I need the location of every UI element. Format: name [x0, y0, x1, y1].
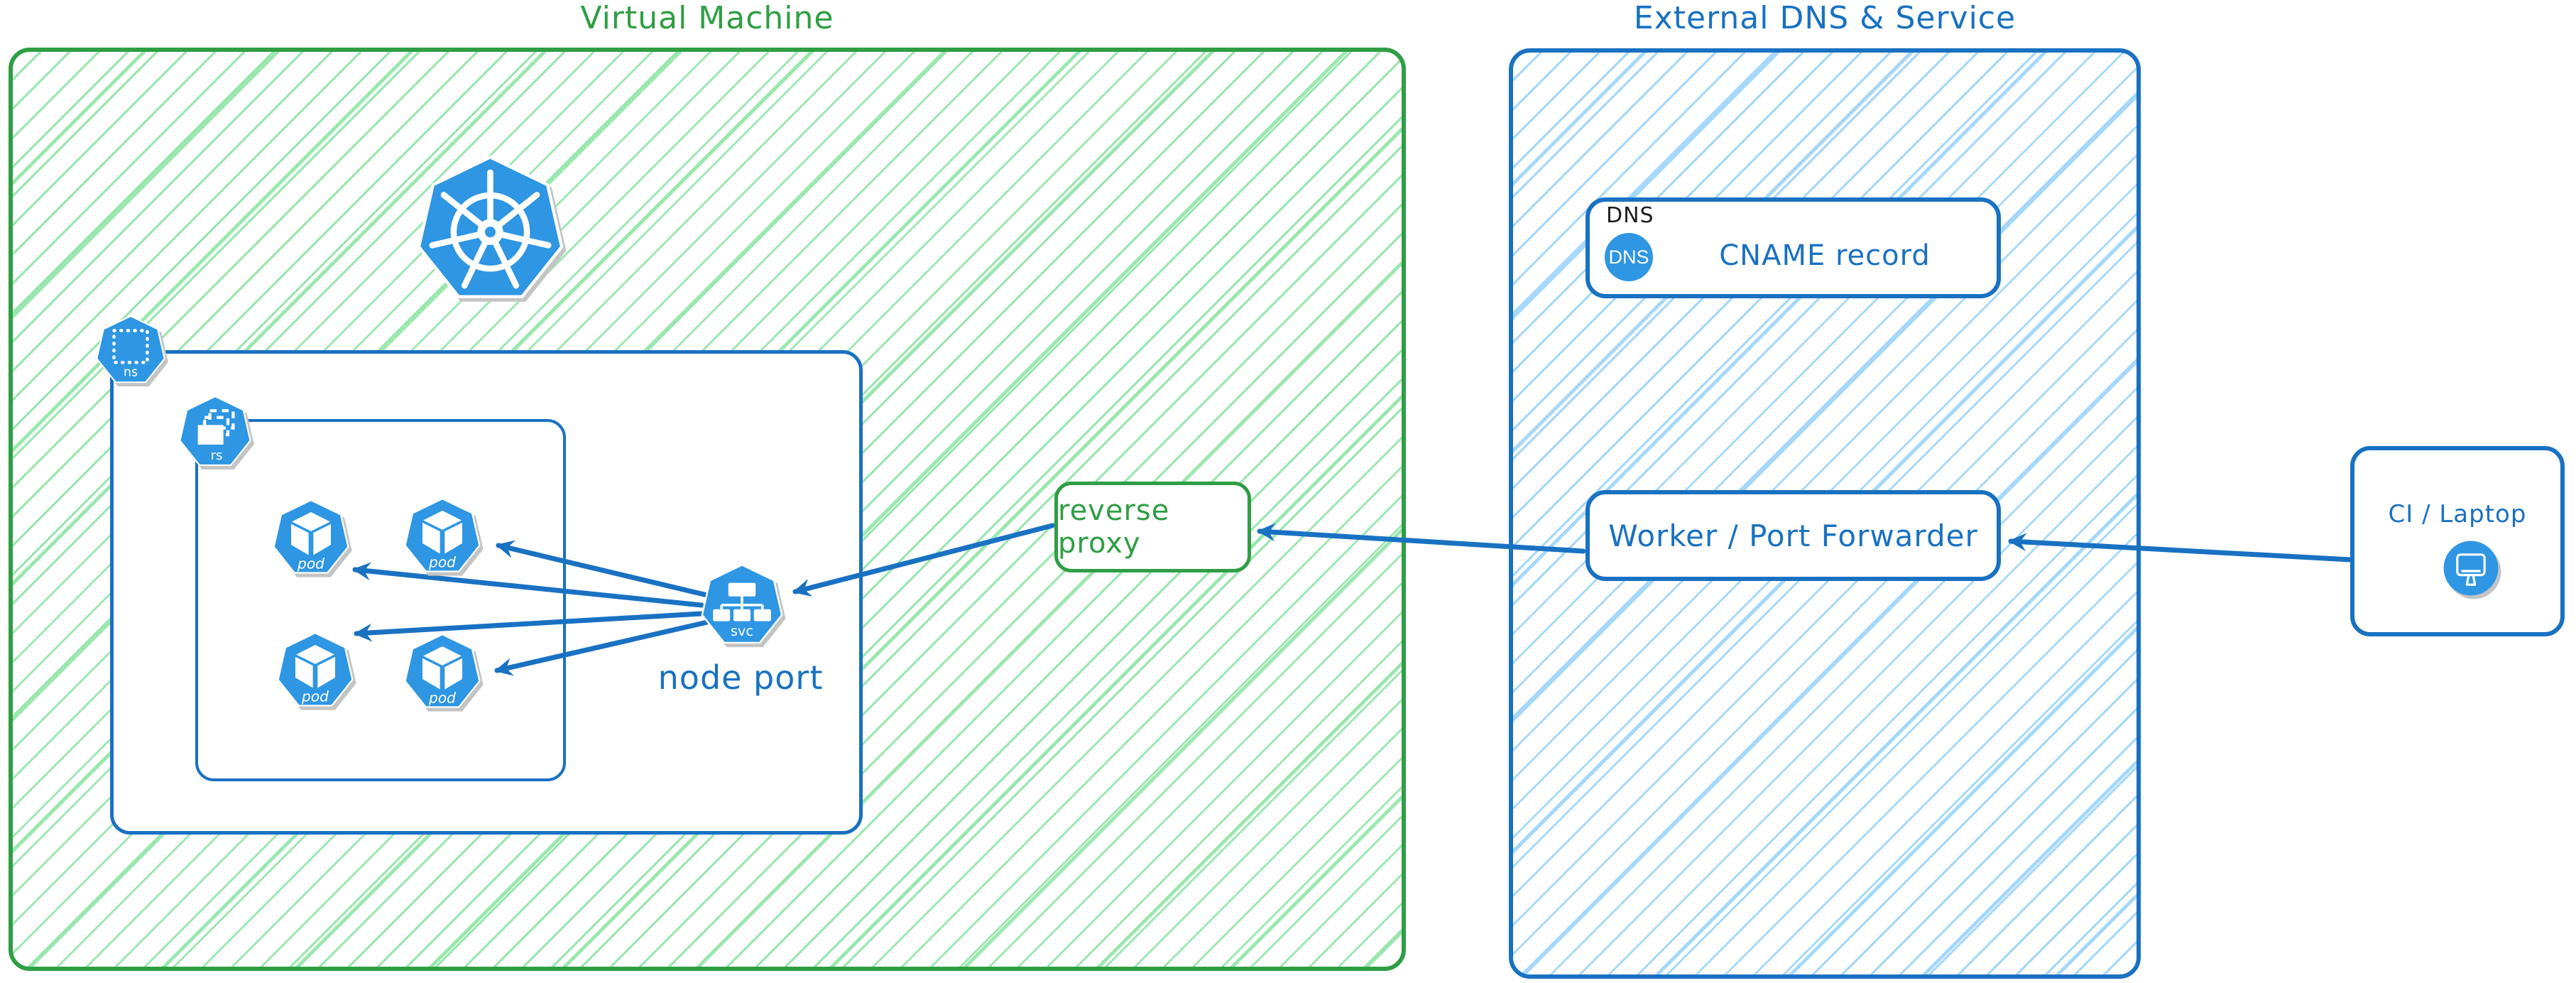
pod-icon-4: pod	[403, 633, 482, 712]
pod-icon-2: pod	[403, 497, 482, 577]
cname-record-box	[1586, 197, 2001, 298]
dns-icon: DNS	[1605, 233, 1653, 281]
service-svc-icon: svc	[699, 563, 785, 648]
cname-record-label: CNAME record	[1719, 239, 1931, 272]
pod-icon-3: pod	[275, 631, 355, 711]
namespace-icon: ns	[94, 315, 167, 387]
dns-tag: DNS	[1606, 203, 1654, 228]
laptop-monitor-icon	[2443, 540, 2499, 597]
svg-text:pod: pod	[428, 554, 456, 571]
kubernetes-logo-icon	[414, 154, 567, 307]
worker-port-forwarder-label: Worker / Port Forwarder	[1608, 518, 1978, 553]
vm-title: Virtual Machine	[580, 0, 834, 36]
svg-text:pod: pod	[297, 555, 324, 572]
external-dns-title: External DNS & Service	[1633, 0, 2016, 36]
replicaset-icon: rs	[178, 395, 253, 470]
svg-text:rs: rs	[211, 448, 223, 463]
node-port-label: node port	[657, 658, 824, 697]
reverse-proxy-label: reverse proxy	[1058, 494, 1170, 560]
ci-laptop-label: CI / Laptop	[2388, 500, 2527, 528]
pod-icon-1: pod	[271, 499, 351, 578]
worker-port-forwarder-box: Worker / Port Forwarder	[1586, 490, 2001, 581]
replicaset-box	[195, 419, 566, 781]
svg-text:pod: pod	[301, 688, 329, 705]
reverse-proxy-box: reverse proxy	[1054, 482, 1251, 572]
svg-text:svc: svc	[731, 623, 753, 639]
svg-text:pod: pod	[428, 690, 456, 707]
svg-text:ns: ns	[124, 366, 138, 380]
